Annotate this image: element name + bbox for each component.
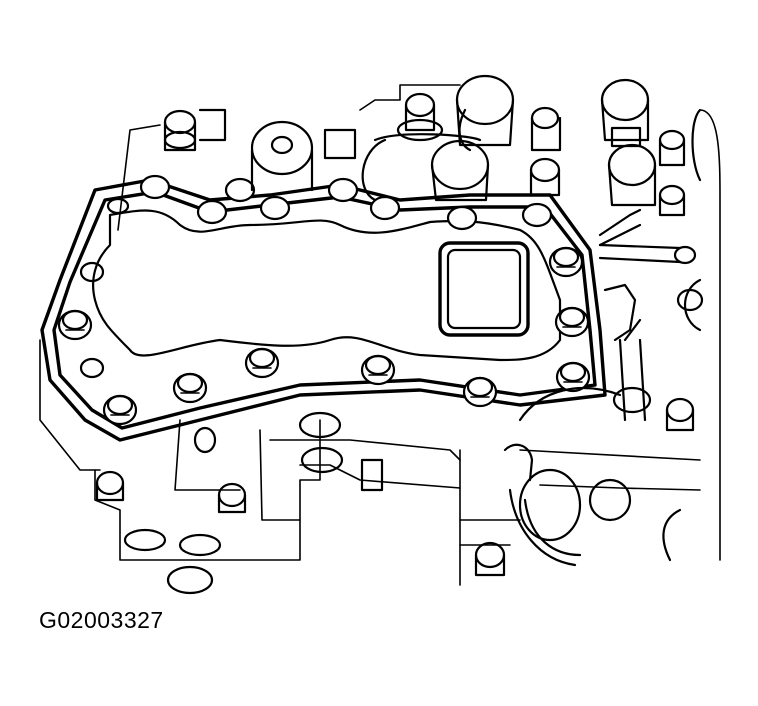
bolt-icon xyxy=(95,470,125,502)
bolt-icon xyxy=(554,306,590,338)
solenoid-icon xyxy=(530,106,562,152)
bolt-icon xyxy=(521,202,553,228)
solenoid-icon xyxy=(529,157,561,197)
solenoid-icon xyxy=(607,143,657,207)
bolt-icon xyxy=(57,309,93,341)
bolt-icon xyxy=(106,197,130,215)
bolt-icon xyxy=(369,195,401,221)
bolt-icon xyxy=(217,482,247,514)
valve-body-diagram xyxy=(39,74,721,595)
bolt-icon xyxy=(676,288,704,312)
solenoid-icon xyxy=(430,139,490,202)
solenoid-icon xyxy=(250,120,314,192)
solenoid-icon xyxy=(658,129,686,167)
figure-code-label: G02003327 xyxy=(39,607,164,633)
bolt-icon xyxy=(462,376,498,408)
bolt-icon xyxy=(474,541,506,577)
solenoid-icon xyxy=(600,78,650,148)
bolt-icon xyxy=(259,195,291,221)
bolt-icon xyxy=(360,354,396,386)
top-components xyxy=(163,74,704,422)
bolt-icon xyxy=(102,394,138,426)
bolt-icon xyxy=(446,205,478,231)
bolt-icon xyxy=(79,261,105,283)
bolt-icon xyxy=(665,397,695,432)
solenoid-icon xyxy=(658,184,686,217)
solenoid-icon xyxy=(455,74,515,152)
valve-body-outline xyxy=(39,84,721,586)
bolt-icon xyxy=(327,177,359,203)
bolt-icon xyxy=(139,174,171,200)
bolt-icon xyxy=(548,246,584,278)
gasket xyxy=(40,178,607,442)
bolt-icon xyxy=(79,357,105,379)
bolt-icon xyxy=(172,372,208,404)
bolt-icon xyxy=(196,199,228,225)
lower-components xyxy=(95,397,695,595)
gasket-bolts xyxy=(57,174,591,426)
bolt-icon xyxy=(555,361,591,393)
bolt-icon xyxy=(244,347,280,379)
bolt-icon xyxy=(673,245,697,265)
solenoid-icon xyxy=(396,92,444,142)
bolt-icon xyxy=(224,177,256,203)
solenoid-icon xyxy=(163,109,197,152)
